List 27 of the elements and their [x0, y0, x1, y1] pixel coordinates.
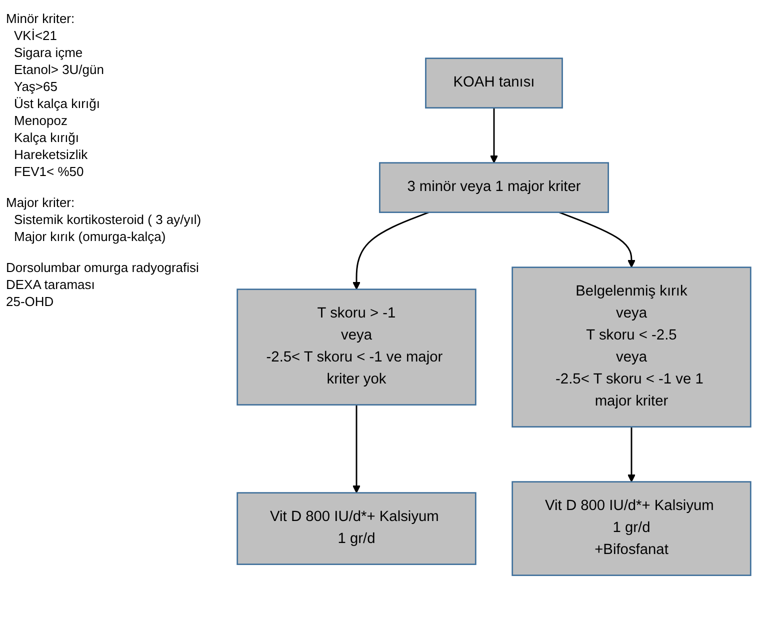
criteria-item: FEV1< %50: [13, 163, 85, 180]
node-box: 3 minör veya 1 major kriter: [379, 162, 609, 214]
test-note: DEXA taraması: [6, 276, 96, 293]
arrow: [490, 108, 498, 164]
arrow: [627, 427, 636, 482]
criteria-item: Menopoz: [13, 112, 68, 129]
criteria-item: Hareketsizlik: [13, 146, 89, 163]
criteria-item: Üst kalça kırığı: [13, 95, 101, 112]
arrow: [352, 405, 361, 494]
node-box: Vit D 800 IU/d*+ Kalsiyum 1 gr/d: [236, 492, 476, 566]
arrow: [558, 212, 636, 268]
criteria-heading: Minör kriter:: [6, 10, 76, 27]
node-box: T skoru > -1 veya -2.5< T skoru < -1 ve major kriter yok: [236, 288, 476, 406]
node-box: Vit D 800 IU/d*+ Kalsiyum 1 gr/d +Bifosfanat: [512, 481, 752, 576]
criteria-item: Sigara içme: [13, 44, 84, 61]
criteria-item: VKİ<21: [13, 27, 58, 44]
node-box: Belgelenmiş kırık veya T skoru < -2.5 veya -2.5< T skoru < -1 ve 1 major kriter: [512, 266, 752, 428]
test-note: Dorsolumbar omurga radyografisi: [6, 259, 200, 276]
node-box: KOAH tanısı: [425, 58, 563, 109]
criteria-item: Kalça kırığı: [13, 129, 80, 146]
test-note: 25-OHD: [6, 293, 55, 310]
criteria-heading: Major kriter:: [6, 194, 76, 211]
criteria-item: Etanol> 3U/gün: [13, 61, 105, 78]
criteria-item: Major kırık (omurga-kalça): [13, 228, 167, 245]
arrow: [352, 212, 430, 290]
criteria-item: Sistemik kortikosteroid ( 3 ay/yıl): [13, 211, 202, 228]
criteria-item: Yaş>65: [13, 78, 58, 95]
